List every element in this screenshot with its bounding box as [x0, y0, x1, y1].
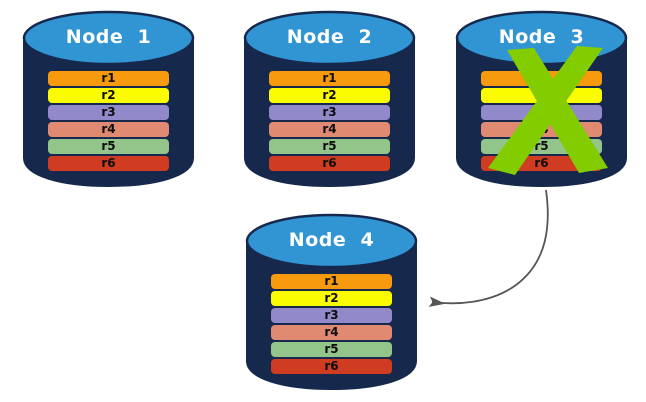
node-1-rows: r1 r2 r3 r4 r5 r6: [48, 71, 169, 171]
row-bar-r1[interactable]: r1: [271, 274, 392, 289]
cylinder-top-ellipse: [455, 10, 628, 66]
row-bar-r2[interactable]: r2: [481, 88, 602, 103]
row-bar-r4[interactable]: r4: [481, 122, 602, 137]
cylinder-top-ellipse: [22, 10, 195, 66]
row-bar-r3[interactable]: r3: [48, 105, 169, 120]
row-bar-r1[interactable]: r1: [481, 71, 602, 86]
row-bar-r6[interactable]: r6: [271, 359, 392, 374]
row-bar-r4[interactable]: r4: [269, 122, 390, 137]
row-bar-r3[interactable]: r3: [269, 105, 390, 120]
node-2-rows: r1 r2 r3 r4 r5 r6: [269, 71, 390, 171]
row-bar-r6[interactable]: r6: [48, 156, 169, 171]
row-bar-r3[interactable]: r3: [271, 308, 392, 323]
row-bar-r2[interactable]: r2: [271, 291, 392, 306]
row-bar-r5[interactable]: r5: [269, 139, 390, 154]
row-bar-r4[interactable]: r4: [271, 325, 392, 340]
row-bar-r1[interactable]: r1: [48, 71, 169, 86]
row-bar-r4[interactable]: r4: [48, 122, 169, 137]
row-bar-r2[interactable]: r2: [269, 88, 390, 103]
row-bar-r6[interactable]: r6: [481, 156, 602, 171]
row-bar-r5[interactable]: r5: [271, 342, 392, 357]
row-bar-r3[interactable]: r3: [481, 105, 602, 120]
arrow-node3-to-node4: [428, 189, 549, 307]
row-bar-r1[interactable]: r1: [269, 71, 390, 86]
cylinder-top-ellipse: [245, 213, 418, 269]
cylinder-top-ellipse: [243, 10, 416, 66]
row-bar-r5[interactable]: r5: [481, 139, 602, 154]
node-4-rows: r1 r2 r3 r4 r5 r6: [271, 274, 392, 374]
row-bar-r2[interactable]: r2: [48, 88, 169, 103]
row-bar-r5[interactable]: r5: [48, 139, 169, 154]
row-bar-r6[interactable]: r6: [269, 156, 390, 171]
node-3-rows: r1 r2 r3 r4 r5 r6: [481, 71, 602, 171]
